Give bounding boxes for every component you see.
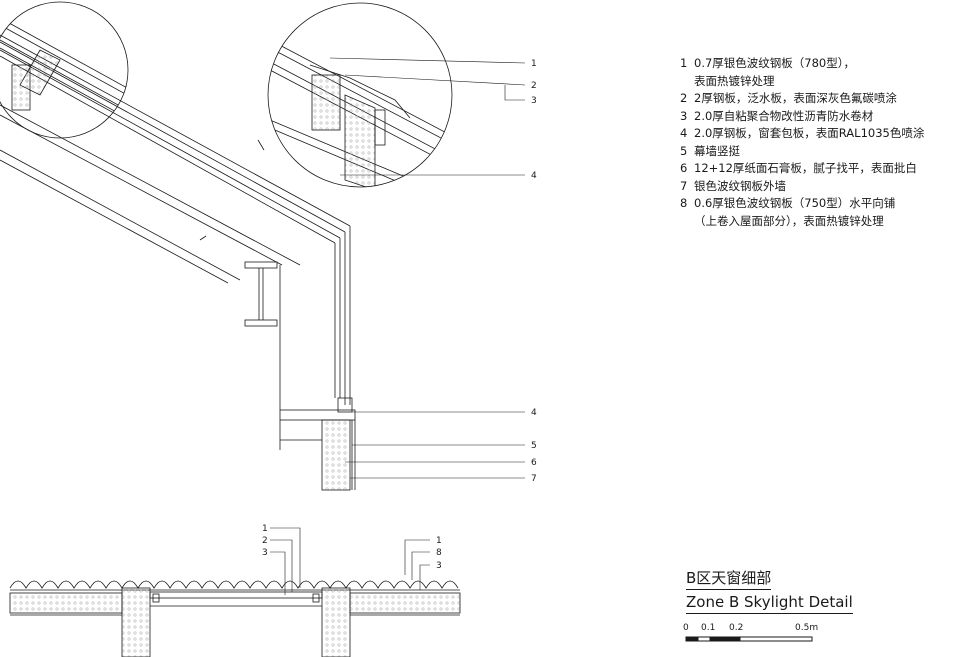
callout-4: 4 [531, 171, 537, 181]
callout-c8: 8 [436, 548, 442, 558]
legend-number: 1 [680, 56, 688, 70]
callout-5: 5 [531, 441, 537, 451]
legend-item: 5 幕墙竖挺 [680, 143, 960, 161]
callouts-side: 4 5 6 7 [531, 408, 537, 484]
legend-item: 3 2.0厚自粘聚合物改性沥青防水卷材 [680, 108, 960, 126]
legend-text: 银色波纹钢板外墙 [694, 178, 786, 193]
scale-label-0-2: 0.2 [729, 623, 744, 633]
title-chinese: B区天窗细部 [686, 568, 772, 590]
legend-item: 4 2.0厚钢板，窗套包板，表面RAL1035色喷涂 [680, 125, 960, 143]
legend-number: 7 [680, 178, 688, 193]
legend-number: 8 [680, 196, 688, 210]
leader-lines-bottom [270, 527, 430, 595]
legend-number: 6 [680, 161, 688, 175]
detail-circle-right [267, 2, 453, 188]
callouts-bottom-left: 1 2 3 [262, 524, 268, 558]
bottom-section [9, 580, 461, 657]
legend-item: 6 12+12厚纸面石膏板，腻子找平，表面批白 [680, 160, 960, 178]
legend: 1 0.7厚银色波纹钢板（780型）， 表面热镀锌处理 2 2厚钢板，泛水板，表面深灰… [680, 55, 960, 230]
callouts-top: 1 2 3 4 [531, 59, 537, 181]
legend-text: 2.0厚钢板，窗套包板，表面RAL1035色喷涂 [694, 126, 925, 140]
callout-b1: 1 [262, 524, 268, 534]
callout-b2: 2 [262, 536, 268, 546]
roof-section [0, 34, 356, 491]
legend-text: 幕墙竖挺 [694, 143, 740, 158]
leader-lines-top [329, 57, 526, 176]
callout-1: 1 [531, 59, 537, 69]
leader-lines-side [345, 411, 525, 479]
callout-2: 2 [531, 81, 537, 91]
scale-label-0: 0 [683, 623, 689, 633]
scale-bar [685, 636, 813, 642]
callouts-bottom-right: 1 8 3 [436, 536, 442, 571]
callout-3: 3 [531, 96, 537, 106]
legend-item: 7 银色波纹钢板外墙 [680, 178, 960, 196]
callout-c3: 3 [436, 561, 442, 571]
legend-text: 12+12厚纸面石膏板，腻子找平，表面批白 [694, 161, 917, 175]
legend-item: 2 2厚钢板，泛水板，表面深灰色氟碳喷涂 [680, 90, 960, 108]
legend-item: 1 0.7厚银色波纹钢板（780型）， 表面热镀锌处理 [680, 55, 960, 90]
legend-number: 3 [680, 108, 688, 123]
callout-b3: 3 [262, 548, 268, 558]
scale-label-0-5m: 0.5m [795, 623, 819, 633]
callout-7: 7 [531, 474, 537, 484]
title-block: B区天窗细部 Zone B Skylight Detail [686, 568, 853, 614]
legend-number: 4 [680, 126, 688, 140]
callout-4b: 4 [531, 408, 537, 418]
legend-text: 0.6厚银色波纹钢板（750型）水平向铺 （上卷入屋面部分），表面热镀锌处理 [694, 196, 896, 228]
legend-text: 0.7厚银色波纹钢板（780型）， 表面热镀锌处理 [694, 56, 855, 88]
detail-circle-left [0, 1, 129, 139]
legend-text: 2厚钢板，泛水板，表面深灰色氟碳喷涂 [694, 91, 897, 105]
legend-number: 5 [680, 143, 688, 158]
scale-label-0-1: 0.1 [701, 623, 716, 633]
legend-item: 8 0.6厚银色波纹钢板（750型）水平向铺 （上卷入屋面部分），表面热镀锌处理 [680, 195, 960, 230]
callout-c1: 1 [436, 536, 442, 546]
legend-text: 2.0厚自粘聚合物改性沥青防水卷材 [694, 108, 874, 123]
legend-number: 2 [680, 91, 688, 105]
callout-6: 6 [531, 458, 537, 468]
title-english: Zone B Skylight Detail [686, 592, 853, 614]
